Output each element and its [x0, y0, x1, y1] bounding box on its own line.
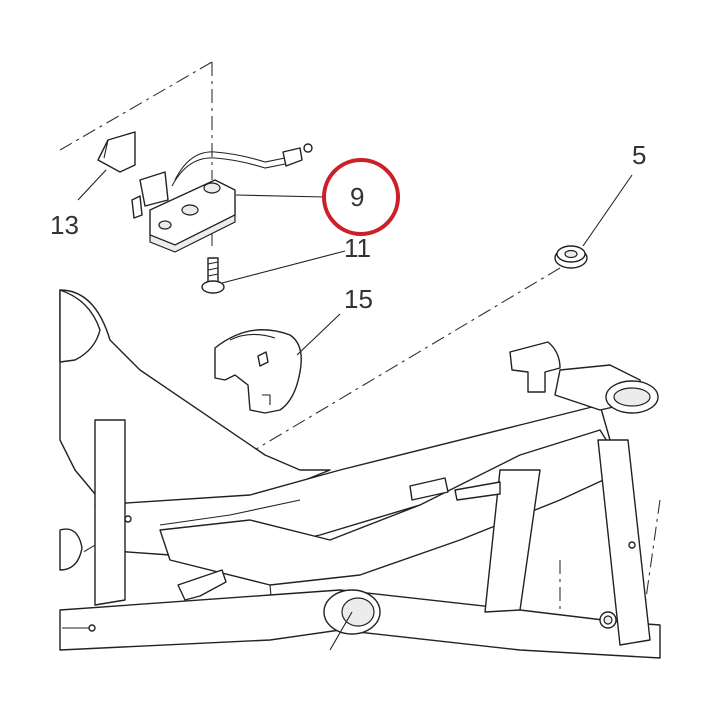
leader-15 [296, 313, 341, 356]
callout-13: 13 [50, 210, 79, 240]
part-15-cam [214, 329, 302, 414]
leader-13 [77, 169, 107, 201]
callout-15: 15 [344, 284, 373, 314]
part-5-bushing [554, 245, 588, 269]
callout-5: 5 [632, 140, 646, 170]
leader-11 [221, 250, 346, 284]
leader-5 [582, 174, 633, 247]
callout-11: 11 [344, 233, 371, 263]
leader-9 [235, 194, 326, 198]
leader-lines [77, 169, 633, 356]
frame-assembly [59, 289, 661, 659]
callout-9: 9 [350, 182, 364, 212]
highlight-ring [322, 158, 400, 236]
part-9-actuator-block [131, 143, 313, 253]
part-13-bracket [97, 131, 136, 173]
part-11-screw [201, 257, 225, 294]
